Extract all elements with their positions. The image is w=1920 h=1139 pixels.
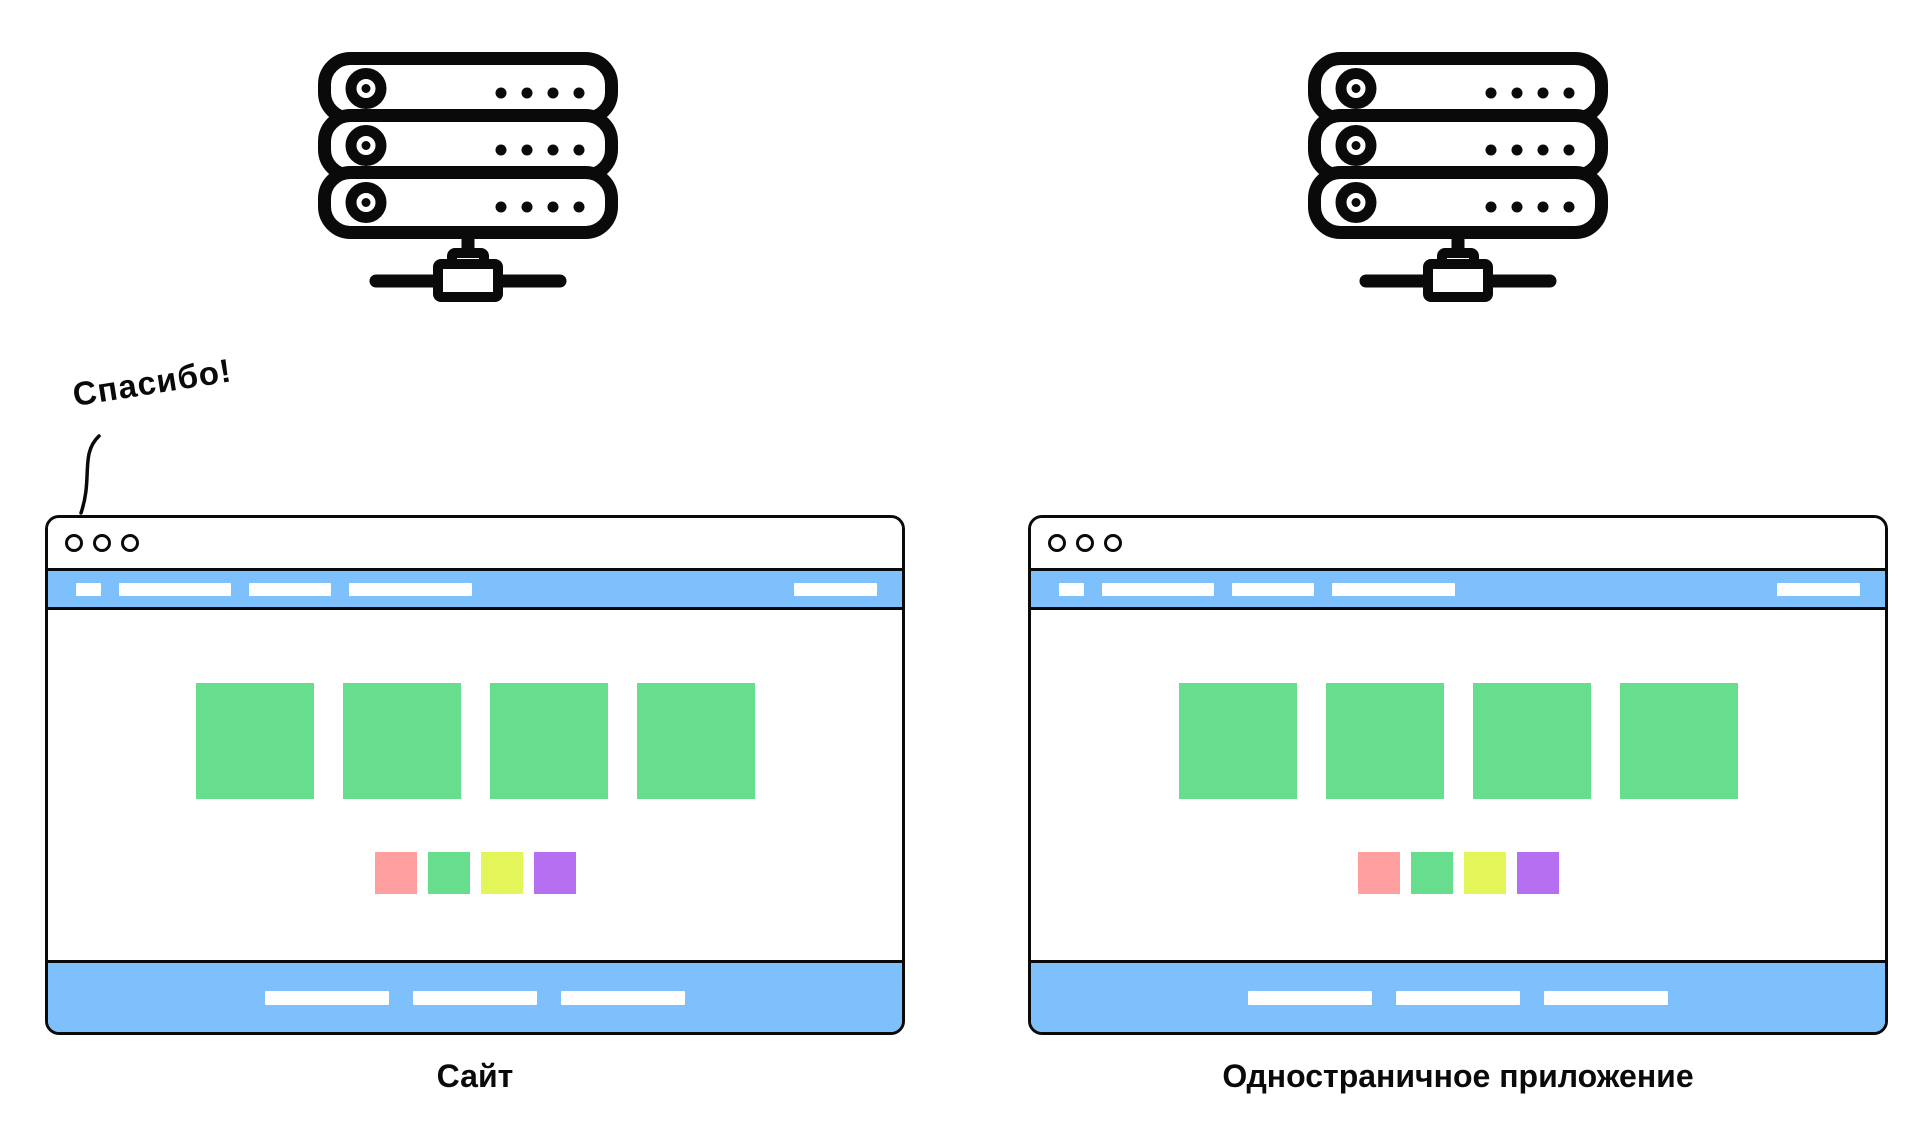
content-block [1178, 683, 1297, 799]
window-control-dot [1104, 534, 1122, 552]
color-chips-row [374, 852, 576, 894]
caption-site: Сайт [436, 1058, 514, 1094]
window-control-dot [1076, 534, 1094, 552]
window-content [1031, 610, 1885, 960]
note-connector-line [72, 434, 108, 516]
color-chip-pink [374, 852, 417, 894]
window-control-dot [93, 534, 111, 552]
color-chip-purple [1516, 852, 1559, 894]
server-icon [318, 52, 618, 304]
color-chips-row [1357, 852, 1559, 894]
footer-link-placeholder [1248, 990, 1372, 1005]
nav-item-placeholder [794, 582, 877, 596]
nav-item-placeholder [349, 582, 472, 596]
content-block [1619, 683, 1738, 799]
window-titlebar [1031, 518, 1885, 571]
color-chip-pink [1357, 852, 1400, 894]
window-footer [1031, 960, 1885, 1032]
content-blocks-row [195, 683, 755, 799]
logo-placeholder [76, 582, 101, 596]
content-blocks-row [1178, 683, 1738, 799]
window-control-dot [1048, 534, 1066, 552]
footer-link-placeholder [561, 990, 685, 1005]
thanks-note: Спасибо! [70, 351, 235, 414]
window-navbar [1031, 571, 1885, 610]
content-block [636, 683, 755, 799]
window-control-dot [65, 534, 83, 552]
logo-placeholder [1059, 582, 1084, 596]
window-content [48, 610, 902, 960]
color-chip-yellow [480, 852, 523, 894]
nav-item-placeholder [1102, 582, 1214, 596]
nav-item-placeholder [119, 582, 231, 596]
window-titlebar [48, 518, 902, 571]
content-block [342, 683, 461, 799]
window-navbar [48, 571, 902, 610]
footer-link-placeholder [265, 990, 389, 1005]
footer-link-placeholder [1396, 990, 1520, 1005]
content-block [489, 683, 608, 799]
nav-item-placeholder [1777, 582, 1860, 596]
content-block [1472, 683, 1591, 799]
browser-window-site [45, 515, 905, 1035]
content-block [195, 683, 314, 799]
footer-link-placeholder [1544, 990, 1668, 1005]
server-icon [1308, 52, 1608, 304]
window-control-dot [121, 534, 139, 552]
nav-item-placeholder [1332, 582, 1455, 596]
color-chip-purple [533, 852, 576, 894]
nav-item-placeholder [249, 582, 331, 596]
color-chip-yellow [1463, 852, 1506, 894]
window-footer [48, 960, 902, 1032]
nav-item-placeholder [1232, 582, 1314, 596]
content-block [1325, 683, 1444, 799]
color-chip-green [1410, 852, 1453, 894]
browser-window-spa [1028, 515, 1888, 1035]
caption-spa: Одностраничное приложение [1222, 1058, 1694, 1094]
footer-link-placeholder [413, 990, 537, 1005]
color-chip-green [427, 852, 470, 894]
